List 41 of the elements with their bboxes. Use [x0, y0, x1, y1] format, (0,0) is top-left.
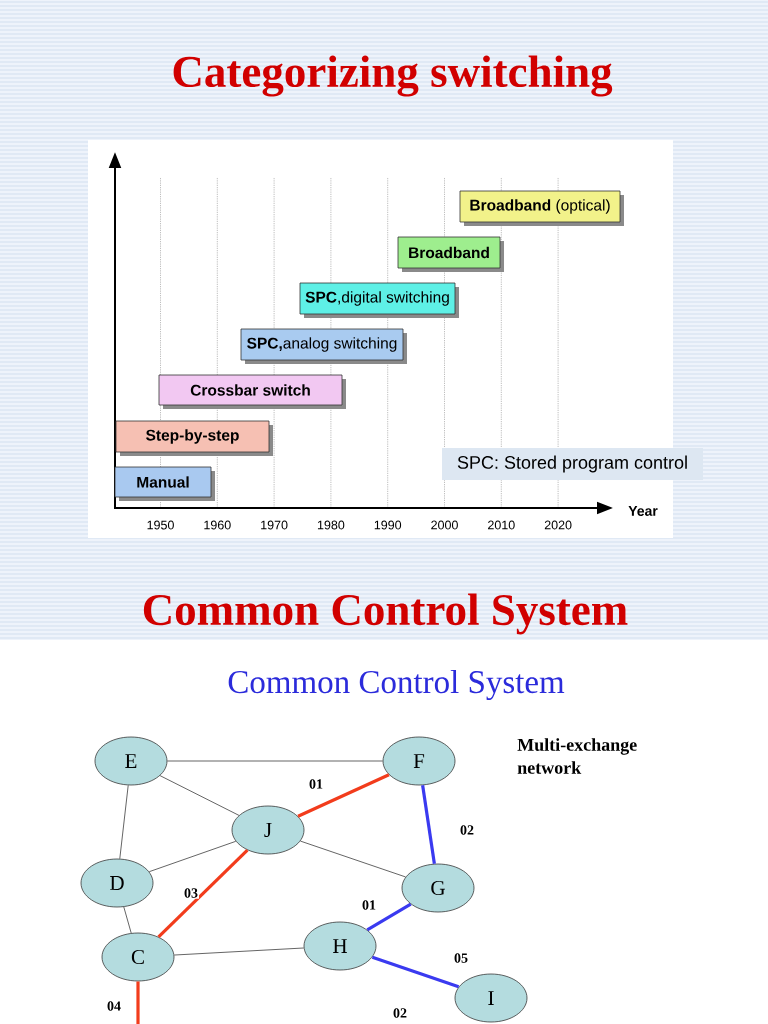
connector-line [159, 775, 240, 816]
tick-label: 1980 [317, 520, 345, 530]
connector-line [300, 840, 406, 878]
note-text: Multi-exchange network [517, 738, 637, 774]
timeline-bar: SPC,analog switching [240, 328, 407, 364]
timeline-bar: Broadband (optical) [459, 190, 624, 226]
tick-label: 2010 [488, 520, 515, 530]
figure-title: Common Control System [228, 670, 565, 700]
tick-label: 2000 [431, 520, 458, 530]
timeline-bar: Crossbar switch [158, 374, 346, 409]
connector-line [123, 906, 132, 934]
connector-line [167, 760, 383, 762]
edge-label: 03 [183, 887, 199, 899]
connector-line [371, 955, 460, 989]
tick-label: 1950 [147, 520, 174, 530]
timeline-bar: SPC,digital switching [299, 282, 459, 318]
tick-label: 1990 [374, 520, 402, 530]
connector-line [366, 902, 412, 932]
connector-line [173, 947, 305, 956]
edge-label: 04 [106, 1000, 122, 1012]
edge-label: 01 [361, 899, 377, 911]
connector-line [421, 785, 436, 864]
connector-line [157, 849, 249, 939]
timeline-bar: Manual [114, 466, 215, 501]
tick-label: 2020 [544, 520, 572, 530]
axis-label: Year [628, 506, 658, 516]
edge-label: 02 [459, 824, 475, 836]
tick-label: 1960 [204, 520, 231, 530]
timeline-bar: Broadband [397, 236, 504, 272]
edge-label: 01 [308, 778, 324, 790]
connector-line [297, 773, 390, 818]
edge-label: 05 [453, 952, 469, 964]
timeline-bar: Step-by-step [115, 420, 273, 456]
slide-title: Categorizing switching [173, 55, 613, 97]
connector-line [119, 785, 129, 860]
number-label: 02 [393, 1008, 407, 1018]
connector-line [136, 981, 140, 1024]
slide-title: Common Control System [143, 593, 628, 635]
tick-label: 1970 [261, 520, 288, 530]
note-box: SPC: Stored program control [442, 448, 703, 480]
connector-line [148, 841, 237, 873]
